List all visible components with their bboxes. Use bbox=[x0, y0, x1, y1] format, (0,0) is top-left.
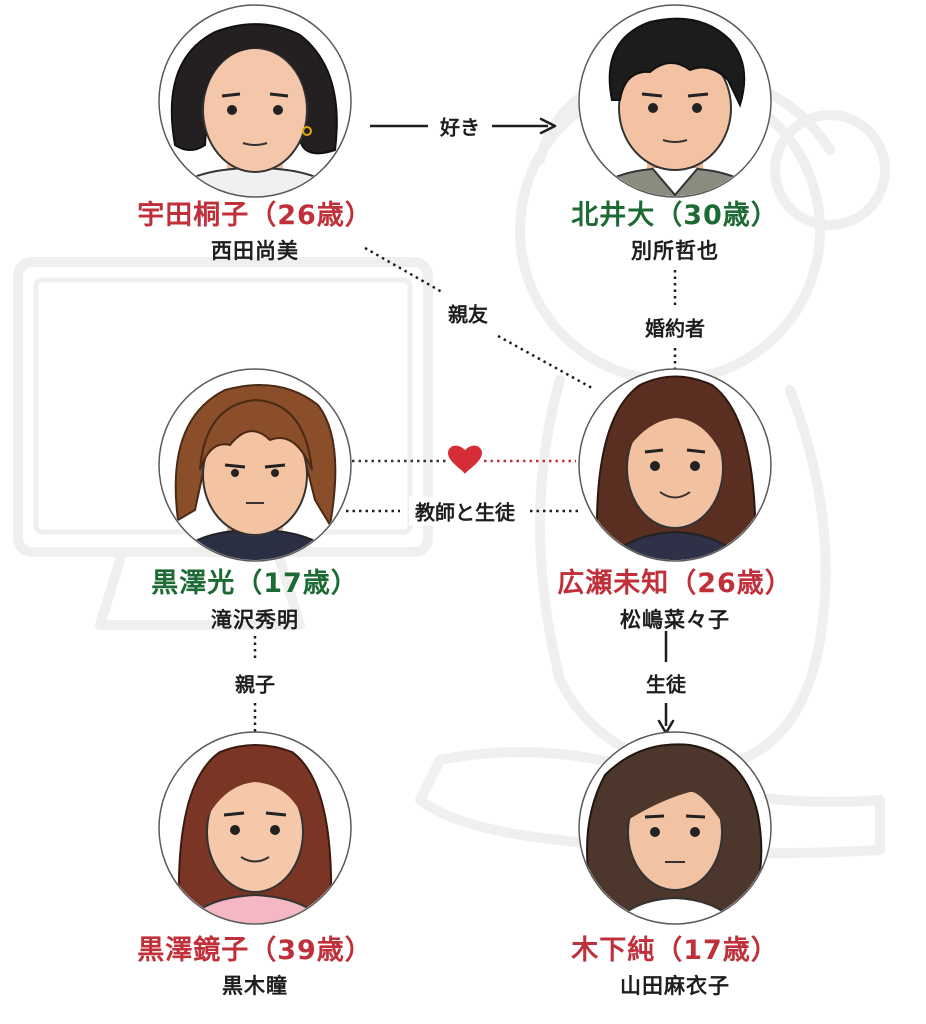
portrait-kurosawa-kyoko bbox=[158, 731, 352, 925]
relation-label-fiance: 婚約者 bbox=[639, 312, 711, 342]
actor-name-takizawa-hideaki: 滝沢秀明 bbox=[211, 608, 299, 632]
actor-name-bessho-tetsuya: 別所哲也 bbox=[631, 239, 719, 263]
portrait-kitai-dai bbox=[578, 4, 772, 198]
character-name-uda-kiriko: 宇田桐子（26歳） bbox=[137, 200, 373, 231]
best-friend-line-upper bbox=[364, 246, 443, 294]
character-name-kurosawa-hikaru: 黒澤光（17歳） bbox=[151, 568, 359, 599]
relation-label-parent-child: 親子 bbox=[229, 668, 281, 698]
character-name-kurosawa-kyoko: 黒澤鏡子（39歳） bbox=[137, 935, 373, 966]
portrait-kinoshita-jun bbox=[578, 731, 772, 925]
relation-label-like: 好き bbox=[434, 111, 486, 141]
like-arrow-head bbox=[539, 117, 557, 135]
relation-label-best-friend: 親友 bbox=[442, 298, 494, 328]
connectors bbox=[253, 124, 677, 740]
relation-label-student: 生徒 bbox=[640, 668, 692, 698]
relation-label-teacher-student: 教師と生徒 bbox=[409, 496, 521, 526]
actor-name-matsushima-nanako: 松嶋菜々子 bbox=[620, 608, 730, 632]
portrait-hirose-michi bbox=[578, 368, 772, 562]
best-friend-line-lower bbox=[497, 334, 593, 390]
actor-name-yamada-maiko: 山田麻衣子 bbox=[620, 974, 730, 998]
actor-name-nishida-naomi: 西田尚美 bbox=[211, 239, 299, 263]
heart-icon bbox=[448, 445, 482, 474]
portrait-kurosawa-hikaru bbox=[158, 368, 352, 562]
character-name-kinoshita-jun: 木下純（17歳） bbox=[571, 935, 779, 966]
portrait-uda-kiriko bbox=[158, 4, 352, 198]
character-name-hirose-michi: 広瀬未知（26歳） bbox=[557, 568, 793, 599]
actor-name-kuroki-hitomi: 黒木瞳 bbox=[222, 974, 288, 998]
character-name-kitai-dai: 北井大（30歳） bbox=[571, 200, 779, 231]
